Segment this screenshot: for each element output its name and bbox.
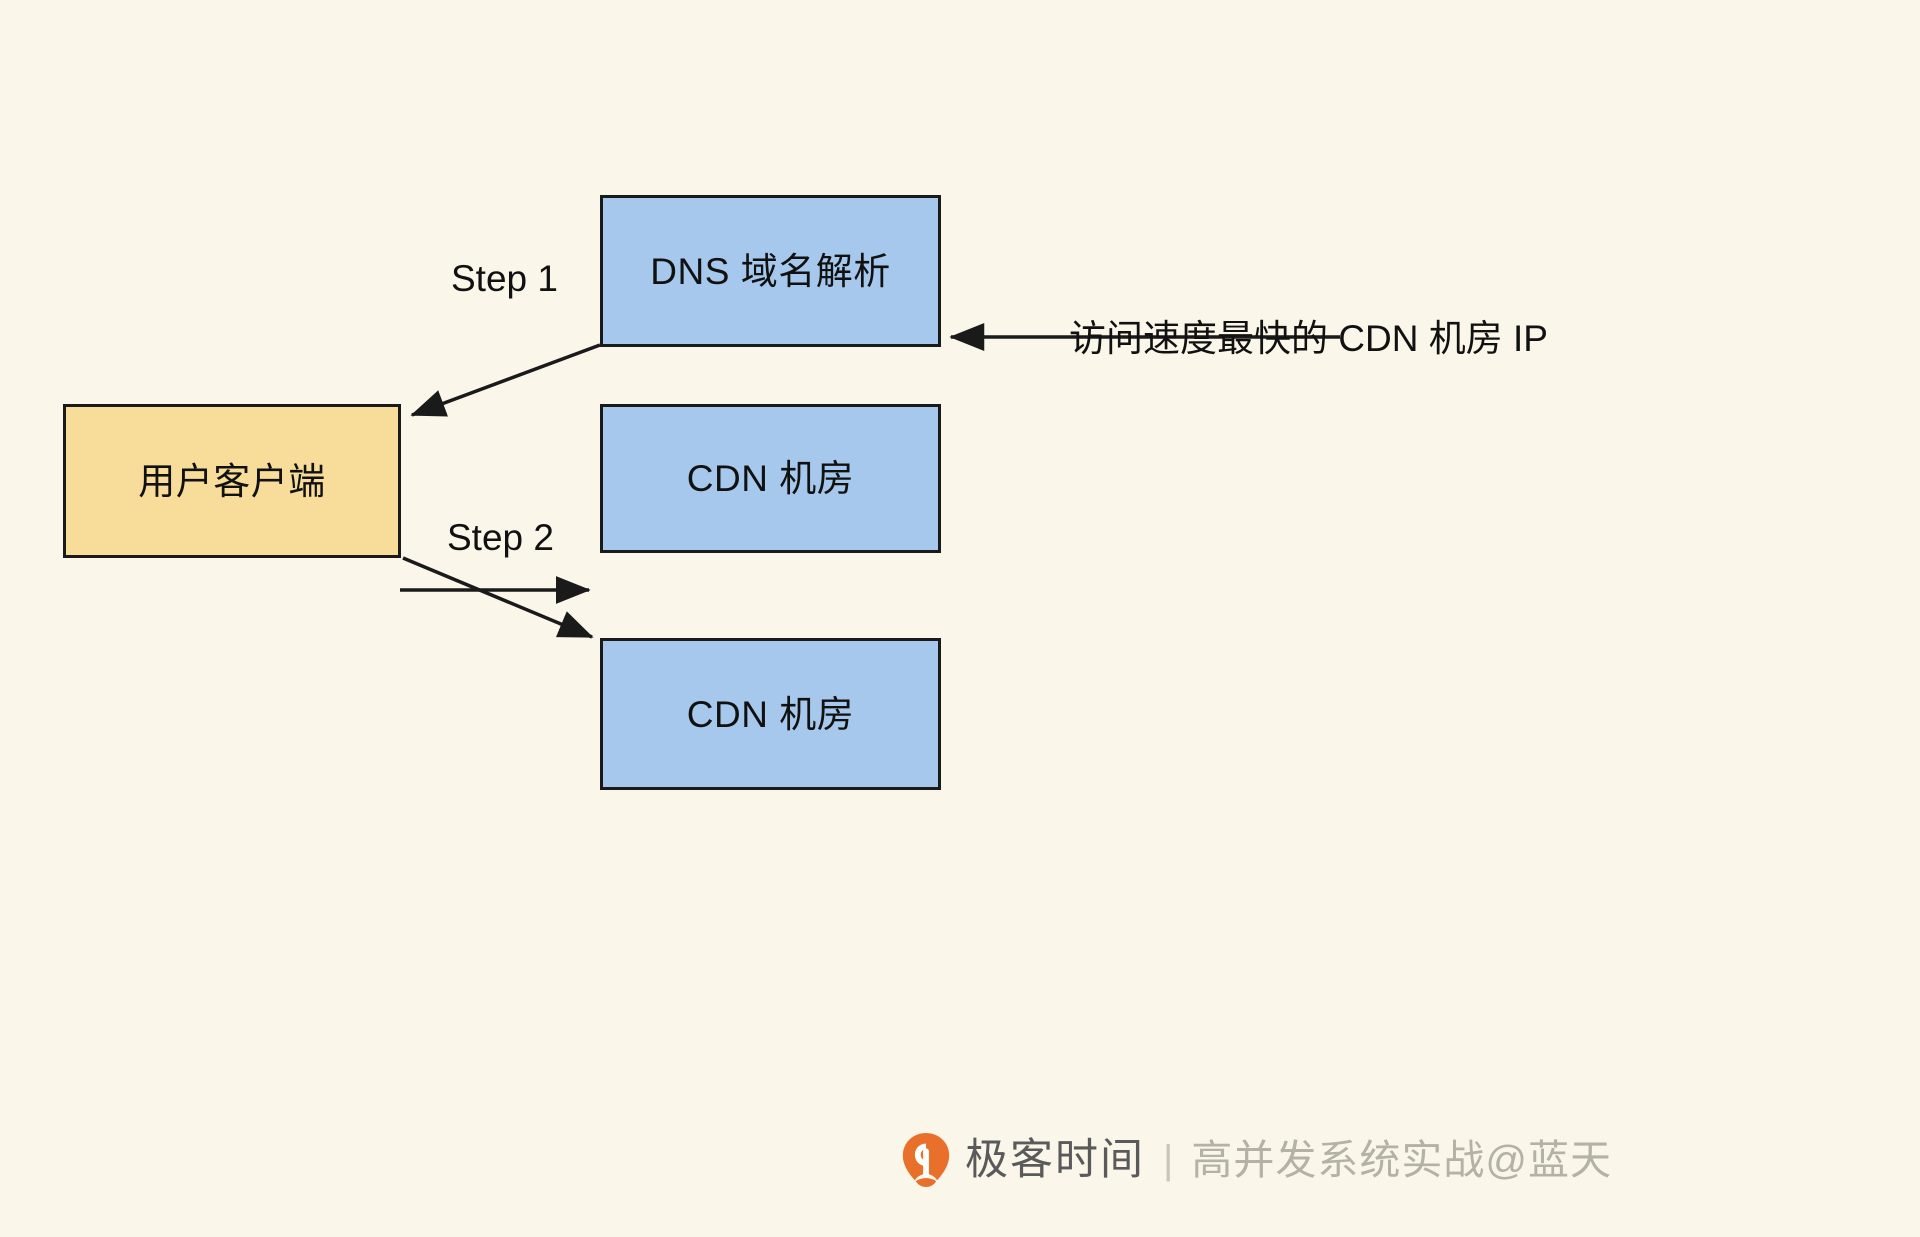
edge-label-step-2: Step 2 — [447, 517, 554, 558]
node-cdn-room-1-label: CDN 机房 — [686, 458, 855, 499]
node-cdn-room-1[interactable]: CDN 机房 — [600, 404, 941, 553]
node-dns[interactable]: DNS 域名解析 — [600, 195, 941, 347]
edge-label-step-1: Step 1 — [451, 258, 558, 299]
watermark-brand: 极客时间 — [965, 1135, 1145, 1184]
watermark: 极客时间 | 高并发系统实战@蓝天 — [900, 1128, 1612, 1192]
watermark-course: 高并发系统实战@蓝天 — [1191, 1136, 1613, 1183]
edge-dns-to-client — [410, 343, 601, 417]
node-dns-label: DNS 域名解析 — [650, 250, 891, 292]
node-client[interactable]: 用户客户端 — [63, 404, 401, 558]
node-client-label: 用户客户端 — [138, 460, 326, 502]
geekbang-logo-icon — [902, 1132, 950, 1188]
node-cdn-room-2-label: CDN 机房 — [686, 693, 855, 735]
watermark-separator: | — [1163, 1138, 1174, 1182]
node-cdn-room-2[interactable]: CDN 机房 — [600, 638, 941, 790]
annotation-fastest-cdn-ip: 访问速度最快的 CDN 机房 IP — [1069, 318, 1548, 359]
edge-client-to-cdn2 — [402, 556, 594, 639]
